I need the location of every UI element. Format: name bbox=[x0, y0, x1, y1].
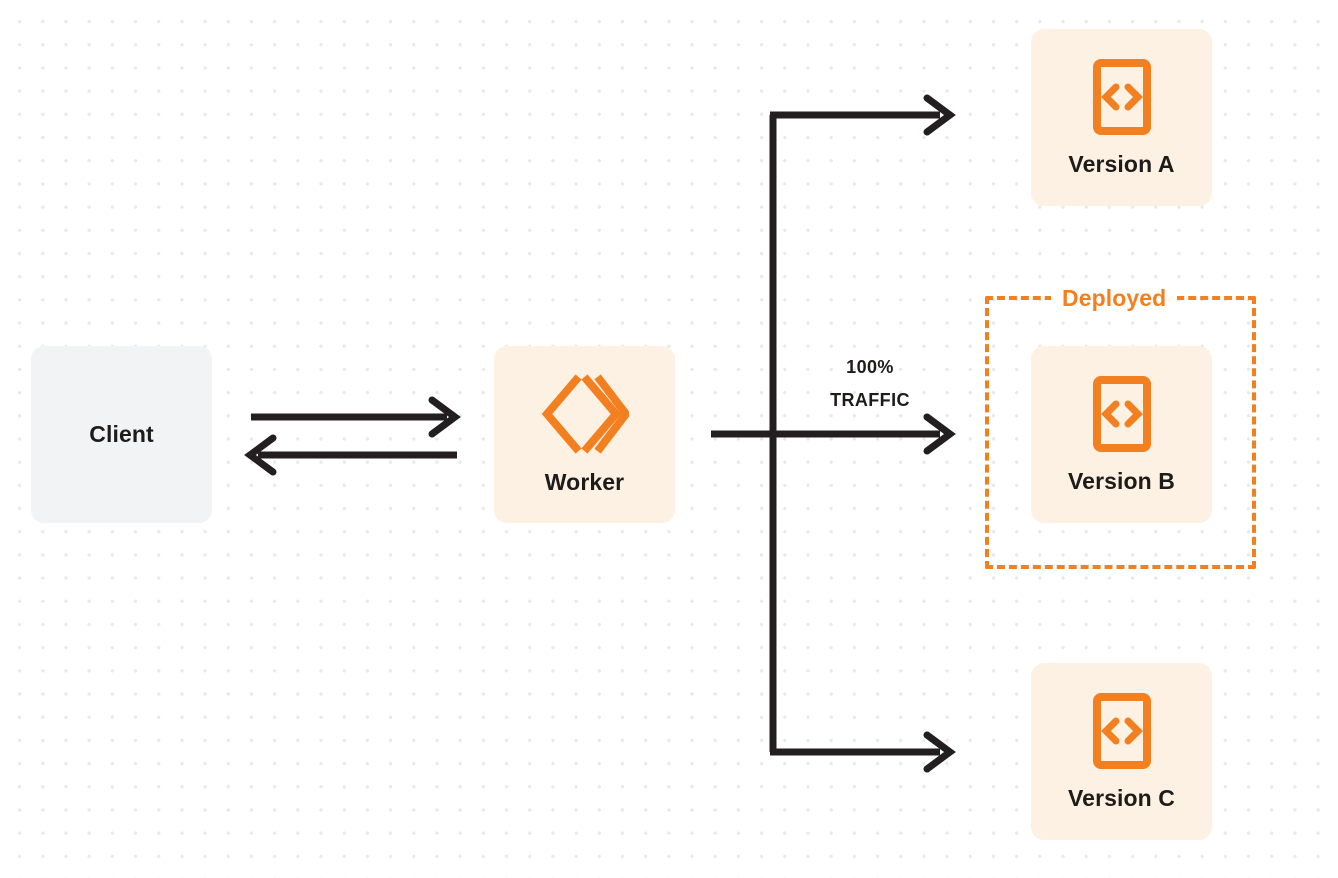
node-version-b[interactable]: Version B bbox=[1031, 346, 1212, 523]
node-worker[interactable]: Worker bbox=[494, 346, 675, 523]
traffic-percent: 100% bbox=[846, 357, 894, 377]
node-version-a-label: Version A bbox=[1068, 150, 1175, 177]
edge-worker-to-client bbox=[244, 434, 457, 476]
code-document-icon bbox=[1092, 692, 1152, 770]
node-version-a[interactable]: Version A bbox=[1031, 29, 1212, 206]
node-version-c-label: Version C bbox=[1068, 784, 1175, 811]
code-document-icon bbox=[1092, 375, 1152, 453]
code-document-icon bbox=[1092, 58, 1152, 136]
edge-worker-to-version-c bbox=[770, 731, 956, 773]
node-client-label: Client bbox=[89, 420, 154, 447]
node-worker-label: Worker bbox=[544, 468, 625, 495]
cloudflare-workers-logo-icon bbox=[541, 374, 631, 454]
group-deployed-label: Deployed bbox=[1051, 285, 1178, 311]
node-version-b-label: Version B bbox=[1068, 467, 1175, 494]
edge-worker-to-version-a bbox=[770, 94, 956, 136]
edge-client-to-worker bbox=[251, 396, 461, 438]
edge-worker-to-version-b bbox=[711, 413, 956, 455]
traffic-label: 100% TRAFFIC bbox=[790, 351, 950, 417]
traffic-caption: TRAFFIC bbox=[830, 390, 910, 410]
node-client[interactable]: Client bbox=[31, 346, 212, 523]
node-version-c[interactable]: Version C bbox=[1031, 663, 1212, 840]
